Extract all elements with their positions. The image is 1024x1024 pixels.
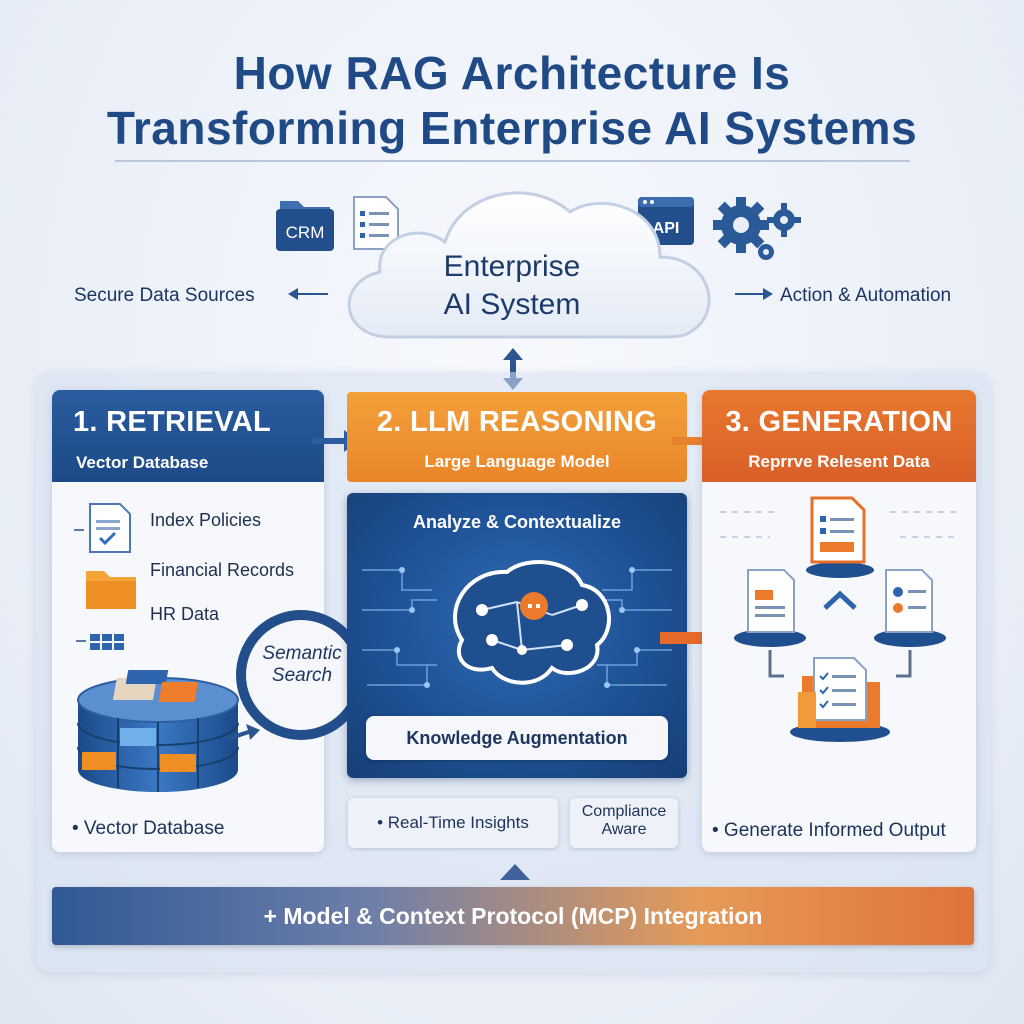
left-arrow-icon (288, 288, 298, 300)
neural-brain-icon (362, 560, 672, 688)
compliance-line2: Aware (601, 821, 647, 838)
policy-document-icon (74, 503, 131, 553)
list-item-hr-data: HR Data (150, 604, 220, 624)
crm-label: CRM (286, 223, 325, 242)
action-automation-label: Action & Automation (780, 285, 952, 306)
real-time-insights-box: • Real-Time Insights (348, 798, 558, 848)
db-arrow-icon (230, 724, 260, 740)
retrieval-bottom-label: • Vector Database (72, 818, 225, 839)
retrieval-header (52, 390, 324, 482)
generation-bottom-label: • Generate Informed Output (712, 820, 946, 841)
generated-documents-illustration (720, 496, 960, 742)
retrieval-title: 1. RETRIEVAL (73, 406, 272, 438)
reasoning-title: 2. LLM REASONING (376, 406, 658, 438)
list-item-financial-records: Financial Records (150, 560, 295, 580)
title-line-1: How RAG Architecture Is (233, 47, 791, 99)
generation-subtitle: Reprrve Relesent Data (748, 452, 930, 471)
folder-icon (86, 571, 136, 609)
crm-icon: CRM (276, 201, 334, 251)
up-arrow-icon (500, 864, 530, 880)
api-label: API (653, 220, 680, 237)
semantic-search-label: Semantic Search (262, 643, 342, 686)
retrieval-subtitle: Vector Database (76, 453, 209, 472)
right-arrow-line (735, 293, 763, 295)
title-divider (115, 160, 910, 162)
data-blocks-icon (76, 634, 124, 650)
reasoning-subtitle: Large Language Model (424, 452, 610, 471)
list-item-index-policies: Index Policies (150, 510, 262, 530)
reasoning-header (347, 392, 687, 482)
mcp-integration-bar: + Model & Context Protocol (MCP) Integra… (52, 887, 974, 945)
compliance-line1: Compliance (581, 803, 667, 820)
secure-data-sources-label: Secure Data Sources (74, 285, 255, 306)
gears-icon (713, 197, 801, 260)
compliance-aware-box: Compliance Aware (570, 798, 678, 848)
document-list-icon (353, 196, 399, 250)
cloud-title-line2: AI System (443, 288, 581, 321)
right-arrow-icon (763, 288, 773, 300)
cloud-title-line1: Enterprise (443, 250, 581, 283)
cloud-shape (347, 191, 711, 339)
left-arrow-line (296, 293, 328, 295)
vector-database-icon (77, 670, 239, 792)
generation-header (702, 390, 976, 482)
analyze-contextualize-label: Analyze & Contextualize (412, 512, 622, 532)
generation-title: 3. GENERATION (725, 406, 953, 438)
title-line-2: Transforming Enterprise AI Systems (106, 102, 918, 154)
knowledge-augmentation-box: Knowledge Augmentation (366, 716, 668, 760)
